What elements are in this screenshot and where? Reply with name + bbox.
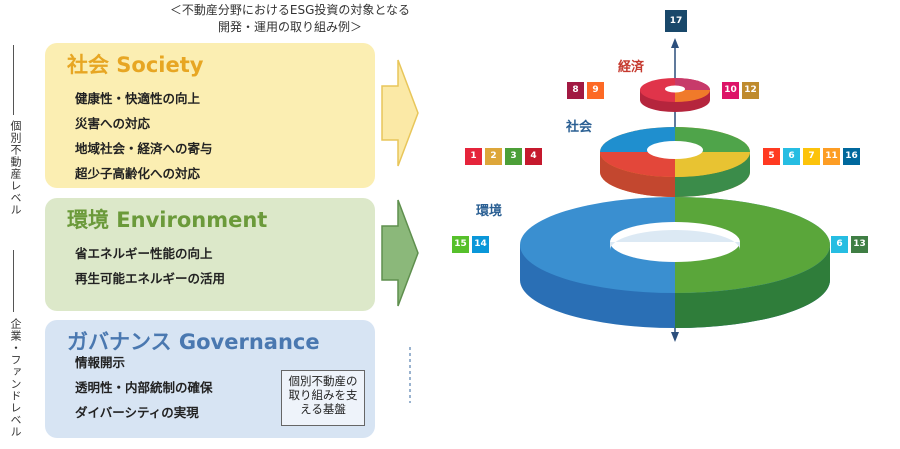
axis-arrow-down-icon [671,332,679,342]
society-diagram-label: 社会 [566,120,593,135]
individual-level-bracket-bottom [13,250,14,312]
environment-list: 省エネルギー性能の向上 再生可能エネルギーの活用 [75,241,225,291]
society-arrow [381,59,419,167]
sdg-goal-tile: 12 [742,82,759,99]
governance-note-box: 個別不動産の 取り組みを支 える基盤 [281,370,365,426]
sdg-goal-tile: 11 [823,148,840,165]
economy-ring [640,78,710,112]
sdg-goal-tile: 10 [722,82,739,99]
individual-level-label: 個別不動産レベル [9,120,22,216]
society-list: 健康性・快適性の向上 災害への対応 地域社会・経済への寄与 超少子高齢化への対応 [75,86,213,186]
diagram-title: ＜不動産分野におけるESG投資の対象となる 開発・運用の取り組み例＞ [160,2,420,36]
corporate-level-label: 企業・ファンドレベル [9,318,22,438]
sdg-goal-tile: 7 [803,148,820,165]
sdg-goal-tile: 15 [452,236,469,253]
sdg-goal-tile: 6 [831,236,848,253]
list-item: 透明性・内部統制の確保 [75,380,213,395]
environment-arrow [381,199,419,307]
sdg-goal-tile: 6 [783,148,800,165]
society-heading: 社会 Society [67,53,204,77]
sdg-wedding-cake-diagram [520,38,830,342]
governance-panel: ガバナンス Governance 情報開示 透明性・内部統制の確保 ダイバーシテ… [45,320,375,438]
list-item: ダイバーシティの実現 [75,405,199,420]
governance-list: 情報開示 透明性・内部統制の確保 ダイバーシティの実現 [75,350,213,425]
list-item: 健康性・快適性の向上 [75,91,201,106]
sdg-goal-tile: 17 [665,10,687,32]
individual-level-bracket-top [13,45,14,115]
title-line-1: ＜不動産分野におけるESG投資の対象となる [169,3,411,17]
list-item: 地域社会・経済への寄与 [75,141,213,156]
note-line: える基盤 [300,402,346,416]
society-panel: 社会 Society 健康性・快適性の向上 災害への対応 地域社会・経済への寄与… [45,43,375,188]
list-item: 超少子高齢化への対応 [75,166,201,181]
environment-diagram-label: 環境 [476,204,503,219]
axis-arrow-up-icon [671,38,679,48]
list-item: 災害への対応 [75,116,151,131]
environment-heading: 環境 Environment [67,208,268,232]
sdg-goal-tile: 5 [763,148,780,165]
sdg-goal-tile: 16 [843,148,860,165]
environment-panel: 環境 Environment 省エネルギー性能の向上 再生可能エネルギーの活用 [45,198,375,311]
economy-label: 経済 [618,60,645,75]
society-ring [600,127,750,197]
list-item: 省エネルギー性能の向上 [75,246,213,261]
sdg-goal-tile: 3 [505,148,522,165]
sdg-goal-tile: 2 [485,148,502,165]
sdg-goal-tile: 14 [472,236,489,253]
note-line: 取り組みを支 [288,388,358,402]
note-line: 個別不動産の [288,374,358,388]
governance-dashed-line [409,347,411,403]
governance-heading: ガバナンス Governance [67,330,320,354]
sdg-goal-tile: 13 [851,236,868,253]
sdg-goal-tile: 4 [525,148,542,165]
list-item: 情報開示 [75,355,126,370]
sdg-goal-tile: 1 [465,148,482,165]
title-line-2: 開発・運用の取り組み例＞ [217,20,362,34]
list-item: 再生可能エネルギーの活用 [75,271,226,286]
sdg-goal-tile: 8 [567,82,584,99]
environment-ring [520,197,830,328]
sdg-goal-tile: 9 [587,82,604,99]
